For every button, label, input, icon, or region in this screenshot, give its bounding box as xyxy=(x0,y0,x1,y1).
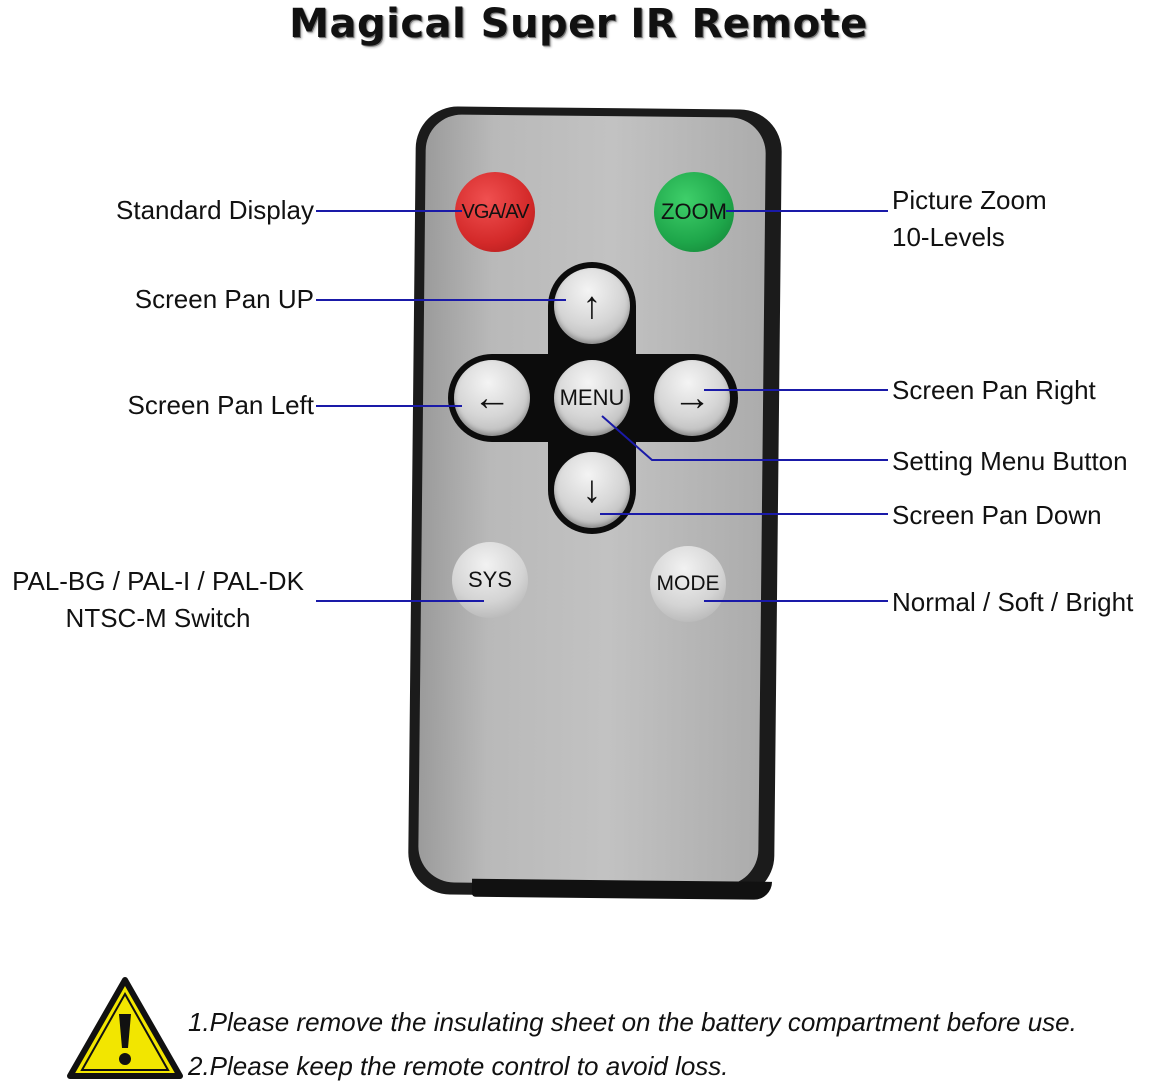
warning-triangle-icon xyxy=(67,977,183,1079)
label-standard-display: Standard Display xyxy=(116,195,314,225)
warning-note-2: 2.Please keep the remote control to avoi… xyxy=(188,1051,729,1081)
label-sys-line2: NTSC-M Switch xyxy=(65,603,251,633)
label-sys: PAL-BG / PAL-I / PAL-DK NTSC-M Switch xyxy=(0,563,316,637)
label-picture-zoom-line2: 10-Levels xyxy=(892,222,1005,252)
arrow-up-icon: ↑ xyxy=(582,285,602,327)
zoom-button-label: ZOOM xyxy=(661,199,727,224)
label-pan-left: Screen Pan Left xyxy=(127,390,314,420)
label-sys-line1: PAL-BG / PAL-I / PAL-DK xyxy=(12,566,304,596)
pan-right-button[interactable]: → xyxy=(654,360,730,436)
remote-base xyxy=(471,878,773,900)
pan-down-button[interactable]: ↓ xyxy=(554,452,630,528)
label-picture-zoom: Picture Zoom 10-Levels xyxy=(892,182,1047,256)
label-setting-menu: Setting Menu Button xyxy=(892,446,1128,476)
menu-button[interactable]: MENU xyxy=(554,360,630,436)
arrow-down-icon: ↓ xyxy=(582,469,602,511)
arrow-right-icon: → xyxy=(673,377,711,419)
menu-button-label: MENU xyxy=(559,385,625,410)
vga-av-button-label: VGA/AV xyxy=(461,200,530,223)
warning-note-1: 1.Please remove the insulating sheet on … xyxy=(188,1007,1077,1037)
label-picture-zoom-line1: Picture Zoom xyxy=(892,185,1047,215)
mode-button-label: MODE xyxy=(656,572,720,595)
label-pan-up: Screen Pan UP xyxy=(134,284,314,314)
mode-button[interactable]: MODE xyxy=(650,546,726,622)
label-mode: Normal / Soft / Bright xyxy=(892,587,1134,617)
vga-av-button[interactable]: VGA/AV xyxy=(455,172,535,252)
label-pan-down: Screen Pan Down xyxy=(892,500,1102,530)
arrow-left-icon: ← xyxy=(473,377,511,419)
warning-notes: 1.Please remove the insulating sheet on … xyxy=(188,1000,1077,1088)
pan-up-button[interactable]: ↑ xyxy=(554,268,630,344)
label-pan-right: Screen Pan Right xyxy=(892,375,1096,405)
zoom-button[interactable]: ZOOM xyxy=(654,172,734,252)
pan-left-button[interactable]: ← xyxy=(454,360,530,436)
sys-button[interactable]: SYS xyxy=(452,542,528,618)
page-title: Magical Super IR Remote xyxy=(289,1,868,47)
sys-button-label: SYS xyxy=(467,567,513,592)
